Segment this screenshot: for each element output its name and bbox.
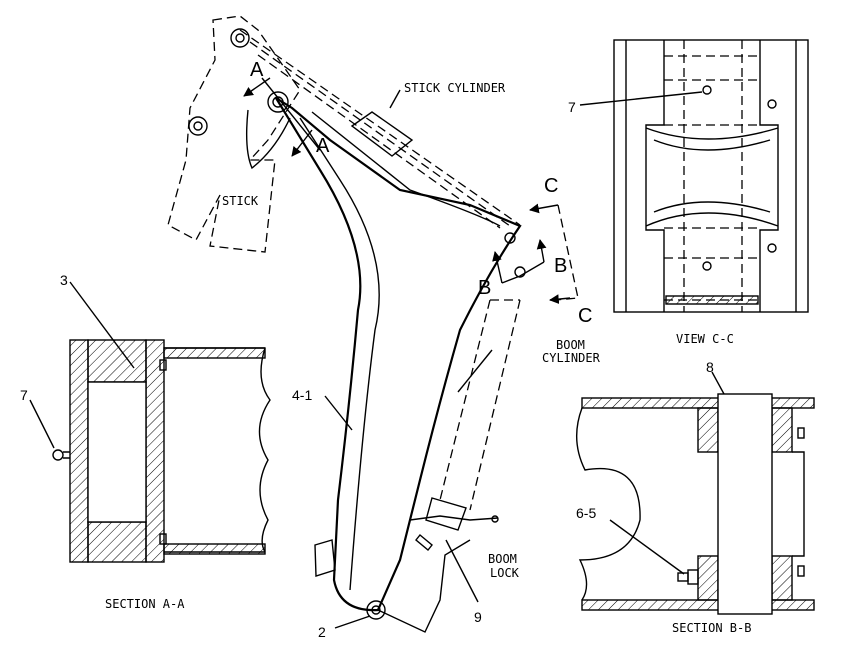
callout-2: 2 (318, 624, 326, 640)
boom-cylinder-label-line1: BOOM (556, 338, 585, 352)
boom-cylinder-outline (439, 299, 521, 511)
callout-7-view-c: 7 (568, 99, 576, 115)
callout-9: 9 (474, 609, 482, 625)
section-marker-b-left: B (478, 277, 491, 299)
view-c-c-label: VIEW C-C (676, 332, 734, 346)
boom-body (275, 97, 522, 612)
boom-cylinder-label-line2: CYLINDER (542, 351, 601, 365)
section-marker-a-top: A (250, 59, 264, 81)
section-marker-c-top: C (544, 175, 558, 197)
boom-lock-label-line2: LOCK (490, 566, 520, 580)
main-assembly (167, 15, 579, 633)
stick-outline (167, 15, 301, 253)
section-b-b-label: SECTION B-B (672, 621, 751, 635)
boom-lock-label-line1: BOOM (488, 552, 517, 566)
stick-cylinder-label: STICK CYLINDER (404, 81, 506, 95)
section-marker-b-right: B (554, 255, 567, 277)
stick-cylinder-outline (239, 29, 521, 229)
section-a-a-drawing (29, 281, 271, 563)
callout-4-1: 4-1 (292, 387, 312, 403)
callout-7-section-a: 7 (20, 387, 28, 403)
stick-label: STICK (222, 194, 259, 208)
callout-8: 8 (706, 359, 714, 375)
callout-6-5: 6-5 (576, 505, 596, 521)
section-a-a-label: SECTION A-A (105, 597, 185, 611)
view-c-c-drawing (579, 39, 809, 313)
section-b-b-drawing (575, 371, 815, 615)
section-marker-c-bottom: C (578, 305, 592, 327)
section-marker-a-bottom: A (316, 135, 330, 157)
callout-3: 3 (60, 272, 68, 288)
